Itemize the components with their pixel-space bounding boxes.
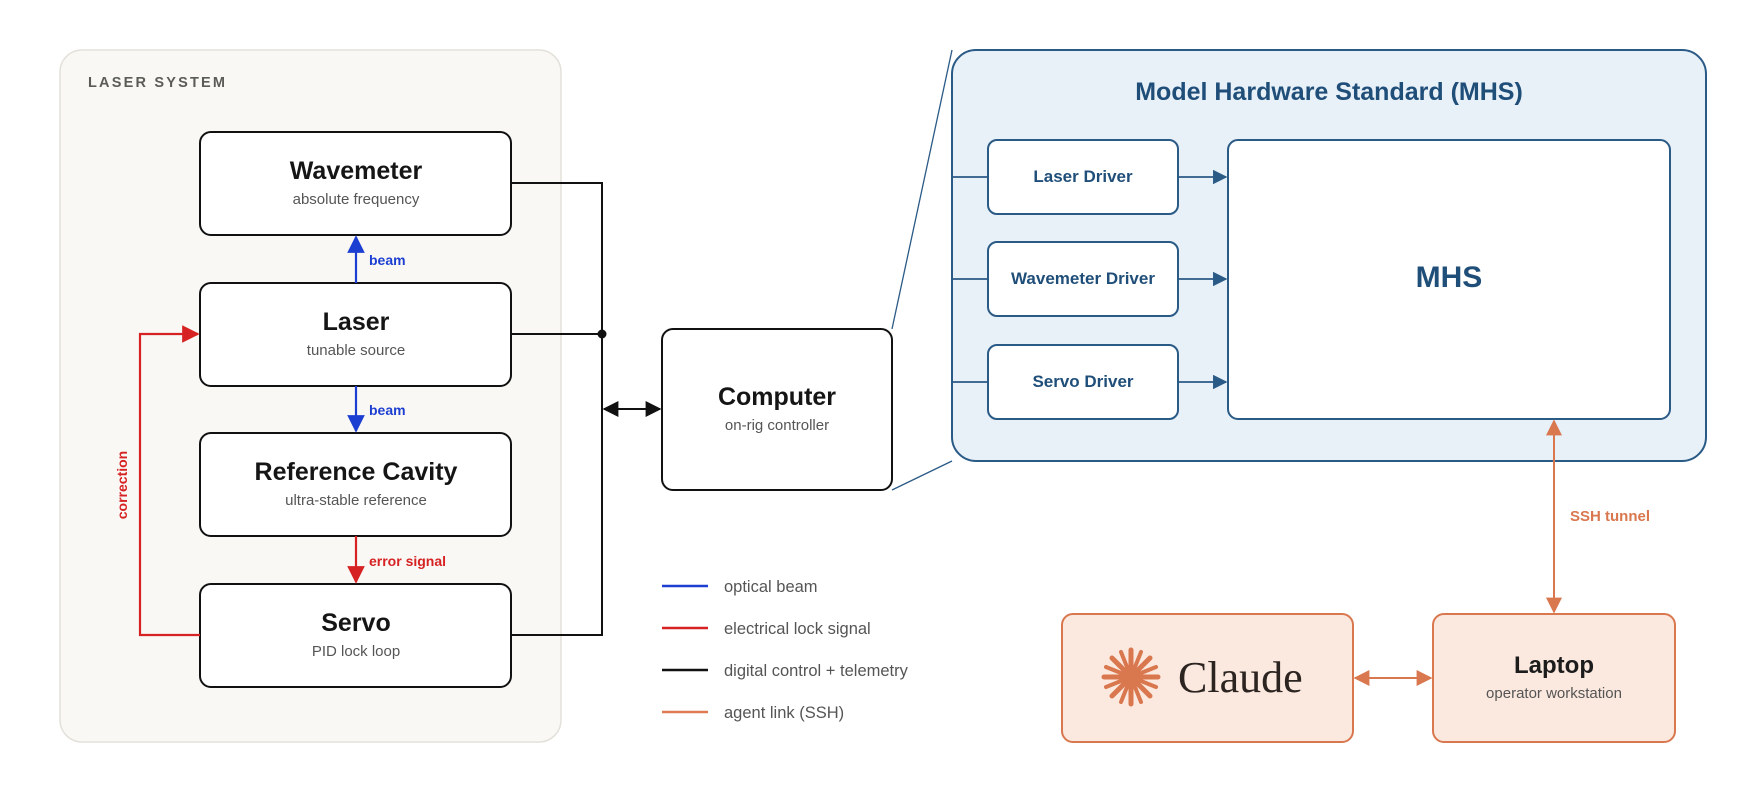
wavemeter-driver-label: Wavemeter Driver [1011,269,1155,288]
mhs-core-label: MHS [1416,261,1483,294]
beam-label-lower: beam [369,402,406,418]
laser-driver-node[interactable]: Laser Driver [987,139,1179,215]
claude-wordmark: Claude [1178,653,1303,702]
claude-node[interactable]: Claude [1061,613,1354,743]
computer-node[interactable]: Computer on-rig controller [661,328,893,491]
reference-cavity-title: Reference Cavity [255,458,458,486]
laptop-subtitle: operator workstation [1486,685,1622,702]
beam-label-upper: beam [369,252,406,268]
laptop-node[interactable]: Laptop operator workstation [1432,613,1676,743]
mhs-panel: Model Hardware Standard (MHS) Laser Driv… [951,49,1707,462]
zoom-line-top [891,49,953,330]
computer-subtitle: on-rig controller [725,417,829,434]
wavemeter-title: Wavemeter [290,157,423,185]
servo-title: Servo [321,609,390,637]
error-signal-label: error signal [369,553,446,569]
legend: optical beam electrical lock signal digi… [662,578,909,722]
wavemeter-subtitle: absolute frequency [293,191,420,208]
laptop-title: Laptop [1514,652,1594,679]
reference-cavity-node[interactable]: Reference Cavity ultra-stable reference [199,432,512,537]
legend-label-optical: optical beam [724,578,818,596]
wavemeter-node[interactable]: Wavemeter absolute frequency [199,131,512,236]
legend-label-electrical: electrical lock signal [724,620,871,638]
correction-label: correction [114,451,130,519]
laser-subtitle: tunable source [307,342,405,359]
legend-label-agent: agent link (SSH) [724,704,844,722]
wavemeter-driver-node[interactable]: Wavemeter Driver [987,241,1179,317]
bus-junction-dot [597,329,607,339]
computer-title: Computer [718,383,836,411]
servo-driver-label: Servo Driver [1032,372,1133,391]
servo-driver-node[interactable]: Servo Driver [987,344,1179,420]
claude-box [1061,613,1354,743]
legend-item-optical-beam: optical beam [662,578,818,596]
reference-cavity-subtitle: ultra-stable reference [285,492,427,509]
laser-driver-label: Laser Driver [1033,167,1133,186]
claude-starburst-icon [1101,647,1161,707]
bus-from-wavemeter [511,182,603,636]
mhs-core-box [1227,139,1671,420]
legend-item-digital: digital control + telemetry [662,662,909,680]
computer-box [661,328,893,491]
laser-system-title: LASER SYSTEM [88,75,227,91]
ssh-tunnel-label: SSH tunnel [1570,508,1650,525]
laser-title: Laser [323,308,390,336]
zoom-line-bottom [891,460,953,491]
digital-bus [511,182,662,636]
mhs-core-node[interactable]: MHS [1227,139,1671,420]
legend-label-digital: digital control + telemetry [724,662,909,680]
laser-node[interactable]: Laser tunable source [199,282,512,387]
legend-item-electrical: electrical lock signal [662,620,871,638]
servo-node[interactable]: Servo PID lock loop [199,583,512,688]
laptop-box [1432,613,1676,743]
correction-arrow [138,325,200,637]
legend-item-agent: agent link (SSH) [662,704,844,722]
servo-subtitle: PID lock loop [312,643,400,660]
mhs-panel-title: Model Hardware Standard (MHS) [1135,78,1523,106]
